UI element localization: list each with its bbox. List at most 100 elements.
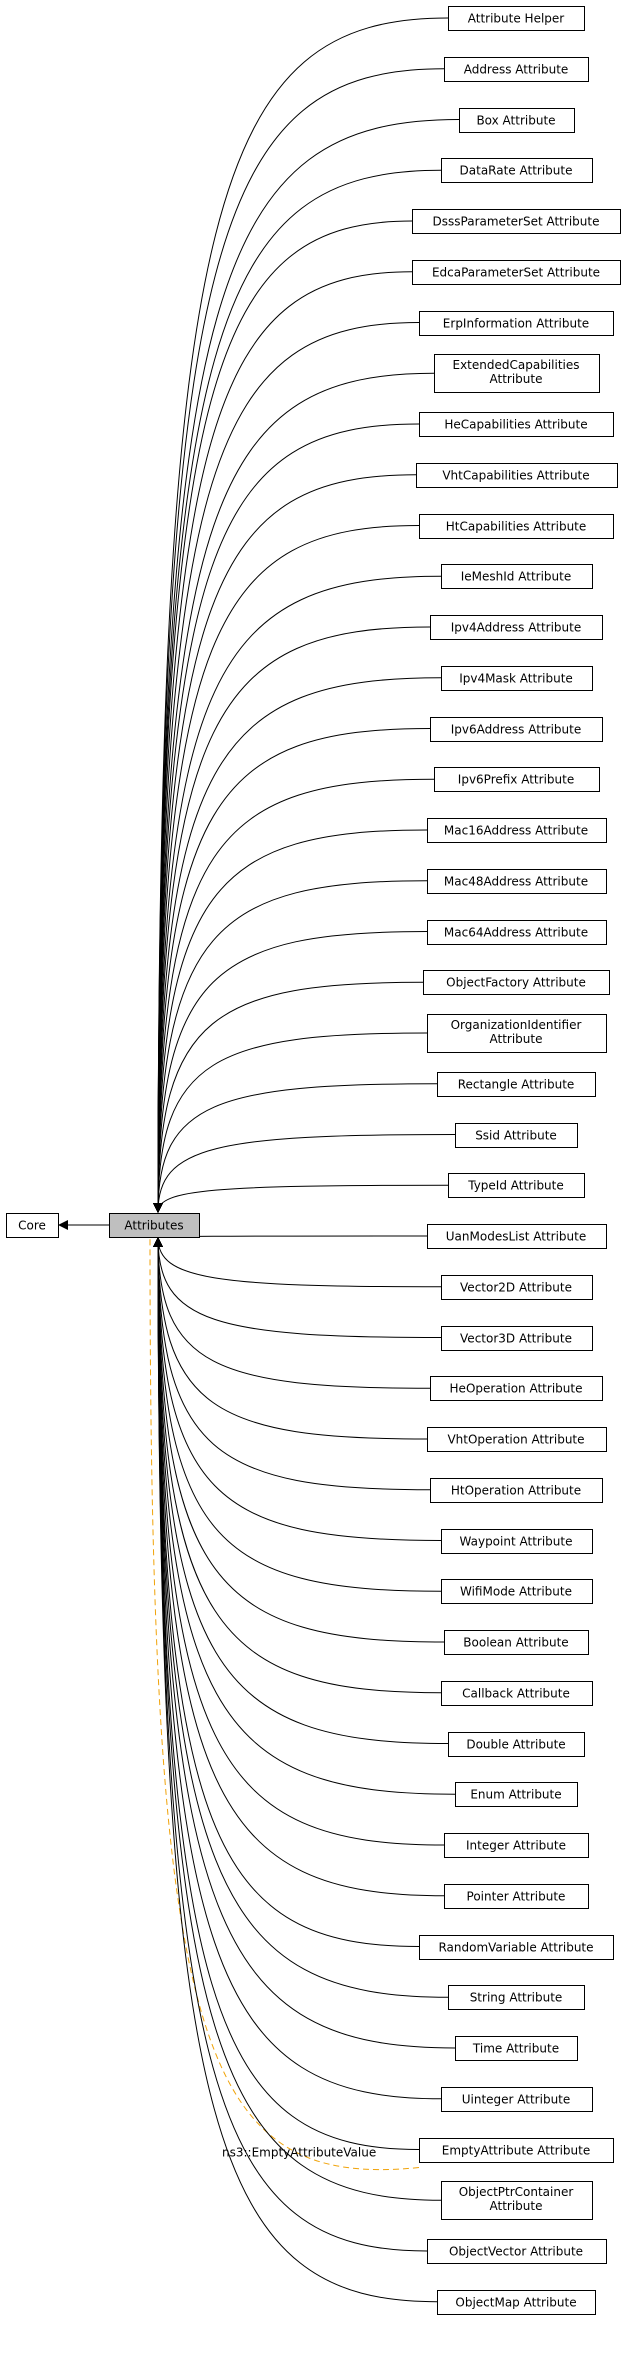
node-box xyxy=(441,1326,593,1351)
node-label: IeMeshId Attribute xyxy=(461,570,571,584)
node-box xyxy=(455,2036,578,2061)
node-label: Attribute Helper xyxy=(468,12,565,26)
node-ipv6prefix-attribute[interactable]: Ipv6Prefix Attribute xyxy=(434,767,600,792)
node-mac64address-attribute[interactable]: Mac64Address Attribute xyxy=(427,920,607,945)
node-label: Attribute xyxy=(490,372,543,386)
node-htoperation-attribute[interactable]: HtOperation Attribute xyxy=(430,1478,603,1503)
node-enum-attribute[interactable]: Enum Attribute xyxy=(455,1782,578,1807)
node-ipv6address-attribute[interactable]: Ipv6Address Attribute xyxy=(430,717,603,742)
node-ipv4address-attribute[interactable]: Ipv4Address Attribute xyxy=(430,615,603,640)
edge-string-attribute xyxy=(153,1237,449,1998)
node-rectangle-attribute[interactable]: Rectangle Attribute xyxy=(437,1072,596,1097)
node-box-attribute[interactable]: Box Attribute xyxy=(459,108,575,133)
node-integer-attribute[interactable]: Integer Attribute xyxy=(444,1833,589,1858)
node-label: Ipv4Address Attribute xyxy=(451,621,581,635)
edge-callback-attribute xyxy=(153,1237,442,1694)
node-objectmap-attribute[interactable]: ObjectMap Attribute xyxy=(437,2290,596,2315)
node-callback-attribute[interactable]: Callback Attribute xyxy=(441,1681,593,1706)
node-time-attribute[interactable]: Time Attribute xyxy=(455,2036,578,2061)
node-objectfactory-attribute[interactable]: ObjectFactory Attribute xyxy=(423,970,610,995)
node-hecapabilities-attribute[interactable]: HeCapabilities Attribute xyxy=(419,412,614,437)
node-box xyxy=(412,260,621,285)
dashed-edge-label: ns3::EmptyAttributeValue xyxy=(222,2146,376,2160)
node-box xyxy=(441,1579,593,1604)
node-edcaparameterset-attribute[interactable]: EdcaParameterSet Attribute xyxy=(412,260,621,285)
node-attribute-helper[interactable]: Attribute Helper xyxy=(448,6,585,31)
node-datarate-attribute[interactable]: DataRate Attribute xyxy=(441,158,593,183)
node-string-attribute[interactable]: String Attribute xyxy=(448,1985,585,2010)
node-box xyxy=(444,1833,589,1858)
node-label: TypeId Attribute xyxy=(467,1179,564,1193)
node-label: DsssParameterSet Attribute xyxy=(433,215,600,229)
node-label: Attribute xyxy=(490,1032,543,1046)
node-box xyxy=(419,2138,614,2163)
node-ssid-attribute[interactable]: Ssid Attribute xyxy=(455,1123,578,1148)
node-uanmodeslist-attribute[interactable]: UanModesList Attribute xyxy=(427,1224,607,1249)
node-vector3d-attribute[interactable]: Vector3D Attribute xyxy=(441,1326,593,1351)
node-randomvariable-attribute[interactable]: RandomVariable Attribute xyxy=(419,1935,614,1960)
edge-waypoint-attribute xyxy=(153,1237,442,1541)
edge-boolean-attribute xyxy=(153,1237,445,1643)
node-ipv4mask-attribute[interactable]: Ipv4Mask Attribute xyxy=(441,666,593,691)
node-box xyxy=(455,1782,578,1807)
node-box xyxy=(419,311,614,336)
node-box xyxy=(437,2290,596,2315)
node-box xyxy=(434,767,600,792)
node-box xyxy=(441,666,593,691)
edge-mac48address-attribute xyxy=(153,880,428,1213)
node-box xyxy=(441,1681,593,1706)
node-address-attribute[interactable]: Address Attribute xyxy=(444,57,589,82)
node-label: Mac48Address Attribute xyxy=(444,875,588,889)
node-vector2d-attribute[interactable]: Vector2D Attribute xyxy=(441,1275,593,1300)
node-box xyxy=(441,564,593,589)
node-label: VhtCapabilities Attribute xyxy=(442,469,589,483)
node-label: HtOperation Attribute xyxy=(451,1484,581,1498)
node-iemeshid-attribute[interactable]: IeMeshId Attribute xyxy=(441,564,593,589)
node-double-attribute[interactable]: Double Attribute xyxy=(448,1732,585,1757)
node-label: Mac16Address Attribute xyxy=(444,824,588,838)
node-boolean-attribute[interactable]: Boolean Attribute xyxy=(444,1630,589,1655)
node-label: Integer Attribute xyxy=(466,1839,566,1853)
node-dsssparameterset-attribute[interactable]: DsssParameterSet Attribute xyxy=(412,209,621,234)
node-vhtcapabilities-attribute[interactable]: VhtCapabilities Attribute xyxy=(416,463,618,488)
node-label: Attributes xyxy=(124,1219,183,1233)
node-mac16address-attribute[interactable]: Mac16Address Attribute xyxy=(427,818,607,843)
node-box xyxy=(427,1224,607,1249)
node-label: OrganizationIdentifier xyxy=(451,1018,582,1032)
node-label: Uinteger Attribute xyxy=(462,2093,571,2107)
node-typeid-attribute[interactable]: TypeId Attribute xyxy=(448,1173,585,1198)
node-box xyxy=(455,1123,578,1148)
node-label: Address Attribute xyxy=(464,63,569,77)
node-vhtoperation-attribute[interactable]: VhtOperation Attribute xyxy=(427,1427,607,1452)
node-box xyxy=(427,1014,607,1053)
edge-time-attribute xyxy=(153,1237,456,2049)
node-box xyxy=(416,463,618,488)
node-waypoint-attribute[interactable]: Waypoint Attribute xyxy=(441,1529,593,1554)
edge-ipv6address-attribute xyxy=(153,728,431,1213)
node-box xyxy=(448,1732,585,1757)
node-label: ObjectMap Attribute xyxy=(455,2296,576,2310)
node-heoperation-attribute[interactable]: HeOperation Attribute xyxy=(430,1376,603,1401)
node-mac48address-attribute[interactable]: Mac48Address Attribute xyxy=(427,869,607,894)
node-box xyxy=(6,1213,59,1238)
node-wifimode-attribute[interactable]: WifiMode Attribute xyxy=(441,1579,593,1604)
node-label: ObjectPtrContainer xyxy=(459,2185,574,2199)
node-objectvector-attribute[interactable]: ObjectVector Attribute xyxy=(427,2239,607,2264)
node-uinteger-attribute[interactable]: Uinteger Attribute xyxy=(441,2087,593,2112)
node-erpinformation-attribute[interactable]: ErpInformation Attribute xyxy=(419,311,614,336)
edge-extendedcapabilities-attribute xyxy=(153,372,435,1213)
node-htcapabilities-attribute[interactable]: HtCapabilities Attribute xyxy=(419,514,614,539)
dashed-edge-empty-attribute-value xyxy=(149,1238,420,2171)
node-pointer-attribute[interactable]: Pointer Attribute xyxy=(444,1884,589,1909)
node-box xyxy=(109,1213,200,1238)
edge-typeid-attribute xyxy=(153,1184,449,1213)
node-core[interactable]: Core xyxy=(6,1213,59,1238)
node-emptyattribute-attribute[interactable]: EmptyAttribute Attribute xyxy=(419,2138,614,2163)
edge-ssid-attribute xyxy=(153,1134,456,1213)
edge-vhtoperation-attribute xyxy=(153,1237,428,1440)
